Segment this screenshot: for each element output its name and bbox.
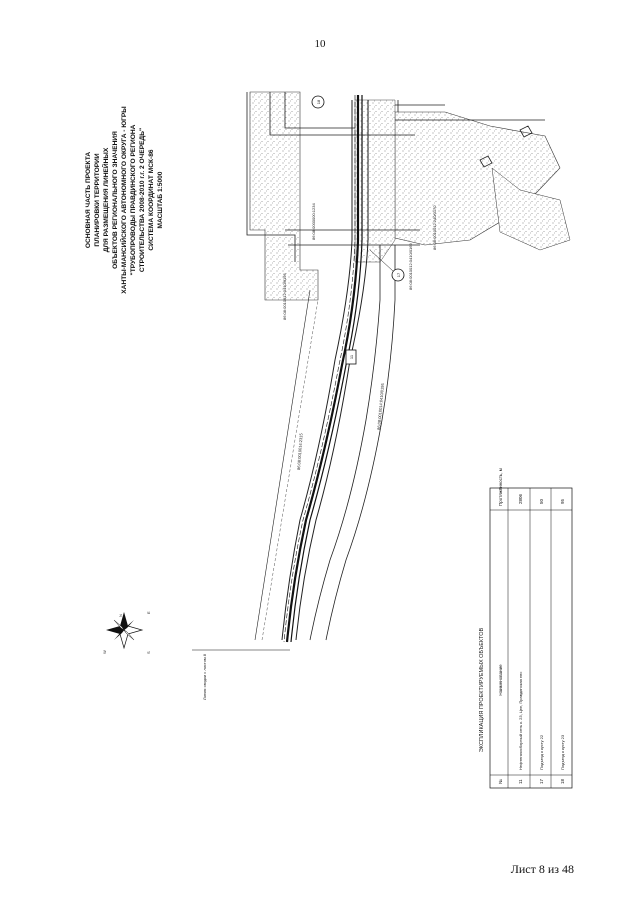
legend-table: ЭКСПЛИКАЦИЯ ПРОЕКТИРУЕМЫХ ОБЪЕКТОВ № Наи…	[479, 468, 573, 789]
compass-n: N	[118, 614, 123, 617]
legend-row-length: 2806	[518, 493, 523, 504]
title-block: ОСНОВНАЯ ЧАСТЬ ПРОЕКТА ПЛАНИРОВКИ ТЕРРИТ…	[85, 106, 164, 294]
legend-row-length: 95	[560, 498, 565, 504]
title-line: ОБЪЕКТОВ РЕГИОНАЛЬНОГО ЗНАЧЕНИЯ	[112, 131, 119, 269]
pipeline	[283, 95, 363, 643]
legend-row-name: Подъезд к кусту 22	[539, 734, 544, 770]
svg-text:17: 17	[396, 272, 401, 277]
title-line: ХАНТЫ-МАНСИЙСКОГО АВТОНОМНОГО ОКРУГА - Ю…	[119, 106, 128, 294]
marker-18: 18	[311, 95, 325, 109]
parcel-label: 86:08:0010012:240/0170	[432, 205, 437, 250]
match-line: Линия сводки с листом 8	[192, 649, 290, 700]
title-line: ДЛЯ РАЗМЕЩЕНИЯ ЛИНЕЙНЫХ	[101, 147, 110, 252]
parcel-label: 86:08:0000000:1234	[311, 203, 316, 240]
legend-row-num: 18	[560, 778, 565, 784]
match-line-label: Линия сводки с листом 8	[202, 653, 207, 700]
title-line: СТРОИТЕЛЬСТВА 2008-2010 г.г. 2 ОЧЕРЕДЬ"	[139, 128, 146, 272]
legend-header-length: Протяжённость, м	[498, 468, 503, 506]
parcel-label: 86:08:0010012:0410/0169	[408, 243, 413, 290]
parcel-label: 86:08:0010014:2315	[296, 432, 304, 470]
svg-text:11: 11	[349, 354, 354, 359]
legend-title: ЭКСПЛИКАЦИЯ ПРОЕКТИРУЕМЫХ ОБЪЕКТОВ	[479, 628, 485, 753]
title-line: "ТРУБОПРОВОДЫ ПРАВДИНСКОГО РЕГИОНА	[130, 124, 137, 275]
legend-row-name: Нефтегазосборный сеть к. 23, Цнн, Правди…	[518, 672, 523, 770]
parcel-label: 86:08:0010014:0410/0195	[376, 382, 385, 430]
title-line: СИСТЕМА КООРДИНАТ МСК-86	[148, 149, 155, 251]
page-number: 10	[314, 38, 326, 50]
sheet-number: Лист 8 из 48	[510, 862, 574, 876]
legend-row-length: 50	[539, 498, 544, 504]
title-line: ОСНОВНАЯ ЧАСТЬ ПРОЕКТА	[85, 152, 92, 248]
compass-e: E	[146, 611, 151, 614]
road-corridor	[254, 100, 396, 641]
compass-w: W	[102, 650, 107, 654]
legend-row-name: Подъезд к кусту 23	[560, 734, 565, 770]
site-boundaries	[246, 92, 545, 262]
title-line: МАСШТАБ 1:5000	[157, 171, 164, 228]
marker-11: 11	[345, 349, 357, 365]
legend-row-num: 17	[539, 778, 544, 784]
marker-17: 17	[369, 249, 405, 282]
compass-icon: N E S W	[102, 611, 151, 654]
legend-row-num: 11	[518, 779, 523, 784]
legend-header-name: Наименование	[498, 664, 503, 696]
compass-s: S	[146, 651, 151, 654]
terrain-areas	[249, 91, 571, 301]
title-line: ПЛАНИРОВКИ ТЕРРИТОРИИ	[94, 153, 101, 247]
svg-text:18: 18	[316, 99, 321, 104]
legend-header-num: №	[498, 779, 503, 784]
parcel-label: 86:08:0010012:0410/0195	[282, 273, 287, 320]
